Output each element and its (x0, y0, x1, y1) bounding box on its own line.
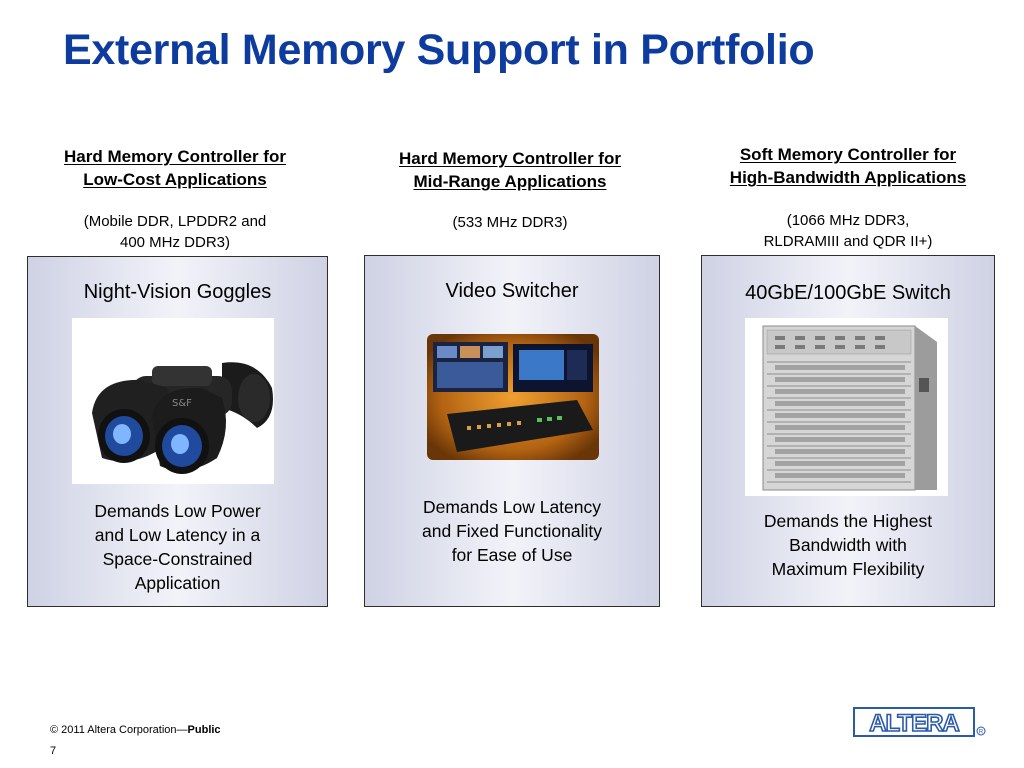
panel-title: Night-Vision Goggles (83, 281, 272, 303)
panel-description: Demands Low Latency and Fixed Functional… (365, 495, 659, 567)
footer-copyright: © 2011 Altera Corporation—Public (50, 724, 221, 736)
heading-line: Hard Memory Controller for (399, 149, 621, 168)
subtitle-line: (533 MHz DDR3) (452, 214, 568, 231)
panel-description: Demands the Highest Bandwidth with Maxim… (702, 509, 994, 581)
column-heading-low-cost: Hard Memory Controller for Low-Cost Appl… (30, 145, 320, 191)
page-number: 7 (50, 745, 57, 757)
subtitle-line: RLDRAMIII and QDR II+) (763, 233, 933, 250)
description-line: Demands Low Latency (422, 497, 602, 517)
heading-line: High-Bandwidth Applications (729, 168, 967, 187)
description-line: Maximum Flexibility (771, 559, 925, 579)
panel-night-vision-goggles: Night-Vision Goggles S&F Demands Low Pow… (27, 256, 328, 607)
column-heading-mid-range: Hard Memory Controller for Mid-Range App… (365, 147, 655, 193)
ethernet-switch-image (745, 318, 948, 496)
column-subtitle-high-bandwidth: (1066 MHz DDR3, RLDRAMIII and QDR II+) (700, 210, 996, 252)
column-subtitle-mid-range: (533 MHz DDR3) (365, 212, 655, 233)
svg-text:R: R (979, 730, 984, 736)
description-line: Bandwidth with (789, 535, 907, 555)
panel-title: 40GbE/100GbE Switch (745, 282, 951, 304)
column-heading-high-bandwidth: Soft Memory Controller for High-Bandwidt… (700, 143, 996, 189)
column-subtitle-low-cost: (Mobile DDR, LPDDR2 and 400 MHz DDR3) (30, 211, 320, 253)
slide-title: External Memory Support in Portfolio (63, 26, 815, 74)
svg-text:S&F: S&F (172, 398, 192, 409)
classification-text: Public (187, 724, 221, 736)
subtitle-line: 400 MHz DDR3) (119, 234, 231, 251)
heading-line: Mid-Range Applications (413, 172, 607, 191)
logo-text: ALTERA (869, 710, 959, 737)
altera-logo: ALTERA R (853, 707, 986, 738)
copyright-text: © 2011 Altera Corporation— (50, 724, 188, 736)
description-line: Demands Low Power (94, 501, 261, 521)
heading-line: Soft Memory Controller for (739, 145, 957, 164)
description-line: for Ease of Use (451, 545, 573, 565)
panel-ethernet-switch: 40GbE/100GbE Switch (701, 255, 995, 607)
subtitle-line: (Mobile DDR, LPDDR2 and (83, 213, 267, 230)
subtitle-line: (1066 MHz DDR3, (786, 212, 910, 229)
night-vision-goggles-image: S&F (72, 318, 274, 484)
heading-line: Hard Memory Controller for (64, 147, 286, 166)
description-line: Demands the Highest (763, 511, 933, 531)
description-line: and Fixed Functionality (422, 521, 602, 541)
panel-video-switcher: Video Switcher Demands Low Late (364, 255, 660, 607)
panel-description: Demands Low Power and Low Latency in a S… (28, 499, 327, 595)
panel-title: Video Switcher (445, 280, 579, 302)
description-line: and Low Latency in a (94, 525, 261, 545)
heading-line: Low-Cost Applications (83, 170, 267, 189)
video-switcher-image (427, 334, 599, 460)
description-line: Space-Constrained (102, 549, 253, 569)
description-line: Application (134, 573, 221, 593)
